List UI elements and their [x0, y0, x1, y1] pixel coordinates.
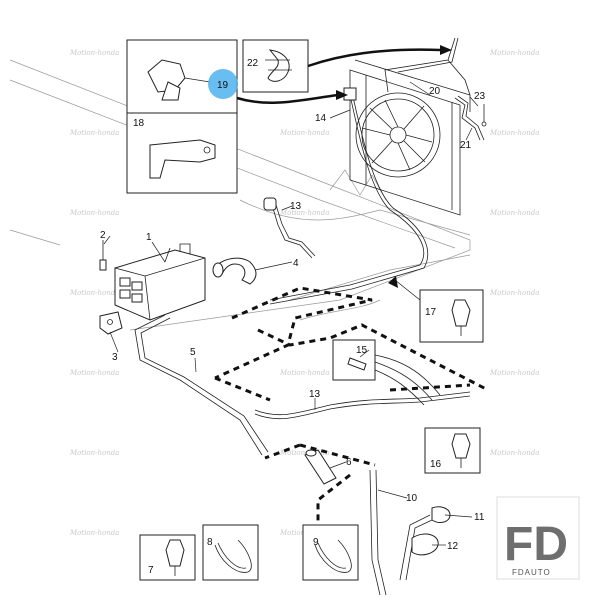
radiator-fan-assembly [349, 59, 471, 216]
inset-box-19 [126, 39, 238, 114]
callout-21: 21 [460, 140, 472, 151]
watermark: Motion-honda [279, 129, 329, 137]
callout-17: 17 [425, 307, 437, 318]
callout-4: 4 [293, 258, 299, 269]
callout-8: 8 [207, 537, 213, 548]
callout-6: 6 [346, 457, 352, 468]
bolt-and-bracket [99, 240, 123, 335]
callout-14: 14 [315, 113, 327, 124]
callout-16: 16 [430, 459, 442, 470]
callout-13: 13 [290, 201, 302, 212]
callout-7: 7 [148, 565, 154, 576]
inset-leaders [236, 45, 452, 105]
watermark: Motion-honda [489, 289, 539, 297]
callout-22: 22 [247, 58, 259, 69]
callout-5: 5 [190, 347, 196, 358]
watermark: Motion-honda [279, 209, 329, 217]
callout-19: 19 [217, 80, 229, 91]
inset-box-22 [242, 39, 309, 93]
watermark: Motion-honda [489, 129, 539, 137]
inset-box-8 [202, 524, 259, 581]
watermark: Motion-honda [489, 369, 539, 377]
inset-box-16 [424, 427, 481, 474]
callout-23: 23 [474, 91, 486, 102]
watermark: Motion-honda [489, 209, 539, 217]
callout-11: 11 [474, 512, 485, 523]
watermark: Motion-honda [69, 129, 119, 137]
watermark: Motion-honda [69, 449, 119, 457]
callout-3: 3 [112, 352, 118, 363]
callout-20: 20 [429, 86, 441, 97]
watermark: Motion-honda [69, 529, 119, 537]
callout-15: 15 [356, 345, 368, 356]
inset-box-7 [139, 534, 196, 581]
pipe-13-upper [263, 197, 316, 259]
routing-dashes [214, 286, 489, 530]
logo-mark: FD [504, 518, 568, 571]
hose-4 [212, 257, 257, 285]
watermark: Motion-honda [69, 369, 119, 377]
callouts: 1 2 3 4 5 6 7 8 9 10 11 12 13 13 14 15 1… [100, 58, 486, 576]
watermark: Motion-honda [69, 49, 119, 57]
sleeve-6 [304, 449, 337, 485]
fdauto-logo: FD FDAUTO [496, 496, 580, 580]
hose-5 [134, 314, 269, 456]
inset-box-9 [302, 524, 359, 581]
watermark: Motion-honda [279, 369, 329, 377]
watermark: Motion-honda [279, 449, 329, 457]
watermark: Motion-honda [69, 289, 119, 297]
watermark: Motion-honda [69, 209, 119, 217]
watermarks: Motion-honda Motion-honda Motion-honda M… [69, 49, 539, 537]
callout-9: 9 [313, 537, 319, 548]
parts-10-11-12 [369, 469, 451, 596]
watermark: Motion-honda [489, 49, 539, 57]
callout-2: 2 [100, 230, 106, 241]
vehicle-outline [9, 59, 471, 331]
callout-10: 10 [406, 493, 418, 504]
callout-18: 18 [133, 118, 145, 129]
callout-leaders [103, 81, 479, 546]
callout-13: 13 [309, 389, 321, 400]
inset-box-17 [388, 276, 484, 343]
clip-15-group [332, 339, 441, 406]
callout-12: 12 [447, 541, 459, 552]
callout-1: 1 [146, 232, 152, 243]
parts-20-21-23 [384, 37, 487, 141]
watermark: Motion-honda [489, 449, 539, 457]
hose-14-13 [254, 87, 471, 420]
logo-caption: FDAUTO [512, 568, 551, 577]
inset-box-18 [126, 112, 238, 194]
evap-canister [114, 243, 206, 321]
highlight-circle [208, 69, 238, 99]
